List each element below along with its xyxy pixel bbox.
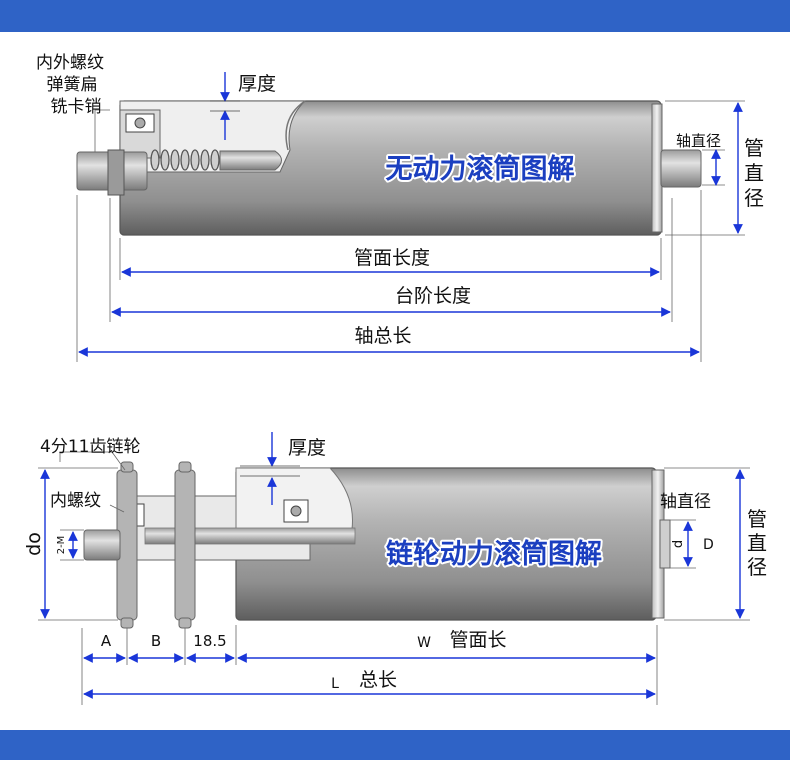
roller2-right-shaft	[659, 519, 671, 569]
roller2-shaft-diameter-label: 轴直径	[660, 492, 711, 512]
roller1-shaft-total-length-label: 轴总长	[354, 325, 411, 347]
roller2-2m-label: 2-M	[56, 536, 67, 555]
roller2-dim-L: L	[331, 676, 339, 692]
roller1-right-shaft	[660, 149, 702, 188]
roller2-tube-diameter-label-1: 管	[747, 507, 767, 531]
roller2-sprocket-2	[174, 461, 196, 629]
roller2-tube-diameter-label-2: 直	[747, 531, 767, 555]
roller2-do-label: do	[23, 532, 45, 556]
roller1-tube-diameter-label-1: 管	[744, 136, 764, 160]
roller1-spring-pin-label-2: 弹簧扁	[47, 75, 98, 95]
roller1-spring	[150, 149, 220, 171]
roller2-sprocket-1	[116, 461, 138, 629]
roller1-spring-pin-label-1: 内外螺纹	[36, 53, 104, 73]
roller2-tube-length-label: 管面长	[449, 629, 506, 651]
roller2-thickness-label: 厚度	[288, 437, 326, 459]
roller2-dim-B: B	[151, 632, 161, 650]
roller2-left-shaft	[83, 529, 121, 561]
roller1-title: 无动力滚筒图解	[386, 153, 575, 185]
top-banner	[0, 0, 790, 32]
roller2-dim-18-5: 18.5	[193, 632, 226, 650]
bottom-banner	[0, 730, 790, 760]
roller2-total-length-label: 总长	[359, 669, 397, 691]
roller1-tube-diameter-label-2: 直	[744, 161, 764, 185]
roller2-tube-diameter-label-3: 径	[747, 555, 767, 579]
roller1-spring-pin-label-3: 铣卡销	[51, 97, 102, 117]
roller1-tube-diameter-label-3: 径	[744, 186, 764, 210]
roller2-drawing	[38, 432, 750, 705]
roller1-tube-length-label: 管面长度	[354, 247, 430, 269]
roller1-thickness-label: 厚度	[238, 73, 276, 95]
roller2-dim-W: W	[417, 635, 431, 651]
roller2-sprocket-label: 4分11齿链轮	[40, 437, 140, 457]
roller2-dim-A: A	[101, 632, 112, 650]
roller1-shaft-diameter-label: 轴直径	[676, 132, 721, 150]
roller2-D-label: D	[703, 537, 714, 553]
roller2-title: 链轮动力滚筒图解	[386, 538, 602, 570]
roller1-drawing	[76, 72, 745, 362]
roller2-inner-thread-label: 内螺纹	[50, 491, 101, 511]
roller1-step-length-label: 台阶长度	[395, 285, 471, 307]
roller2-d-label: d	[671, 540, 686, 548]
